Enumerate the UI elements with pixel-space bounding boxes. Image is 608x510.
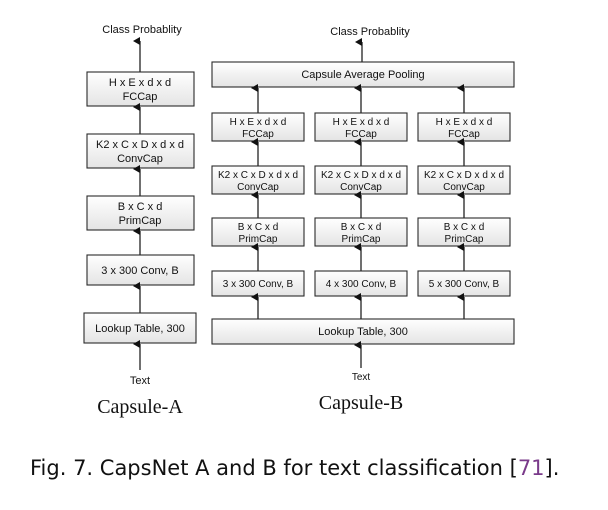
branch-1-conv-label: 3 x 300 Conv, B [223, 279, 294, 290]
branch-2-convcap-dims: K2 x C x D x d x d [321, 170, 401, 181]
caption-reference-link[interactable]: 71 [517, 456, 545, 480]
branch-2-fccap-name: FCCap [345, 129, 377, 140]
branch-1-primcap-name: PrimCap [239, 234, 278, 245]
capsule-a-lookup-box [83, 312, 197, 344]
capsule-a: Class Probablity H x E x d x d FCCap K2 … [83, 24, 197, 418]
capsule-b-lookup-box [211, 318, 515, 345]
capsule-b-pooling-box [211, 61, 515, 88]
branch-2-convcap-name: ConvCap [340, 182, 382, 193]
capsule-a-input-label: Text [130, 375, 150, 387]
branch-2-primcap-name: PrimCap [342, 234, 381, 245]
caption-prefix: Fig. 7. CapsNet A and B for text classif… [30, 456, 518, 480]
capsule-a-primcap-name: PrimCap [119, 215, 162, 227]
branch-2-primcap-dims: B x C x d [341, 222, 382, 233]
capsule-b-branch-2: H x E x d x d FCCap K2 x C x D x d x d C… [314, 84, 408, 319]
figure-caption: Fig. 7. CapsNet A and B for text classif… [30, 456, 590, 480]
capsule-a-output-label: Class Probablity [102, 24, 182, 36]
branch-3-conv-box [417, 270, 511, 297]
capsule-a-convcap-box [86, 133, 195, 169]
branch-1-primcap-box [211, 217, 305, 247]
branch-3-convcap-box [417, 165, 511, 195]
branch-1-fccap-name: FCCap [242, 129, 274, 140]
branch-1-convcap-dims: K2 x C x D x d x d [218, 170, 298, 181]
capsule-a-fccap-dims: H x E x d x d [109, 77, 171, 89]
branch-3-primcap-box [417, 217, 511, 247]
branch-1-fccap-box [211, 112, 305, 142]
capsule-b-input-label: Text [352, 372, 371, 383]
branch-1-conv-box [211, 270, 305, 297]
branch-2-fccap-dims: H x E x d x d [333, 117, 390, 128]
capsule-a-convcap-dims: K2 x C x D x d x d [96, 139, 184, 151]
capsule-a-primcap-dims: B x C x d [118, 201, 163, 213]
capsule-a-conv-label: 3 x 300 Conv, B [101, 265, 178, 277]
capsule-a-fccap-name: FCCap [123, 91, 158, 103]
branch-2-fccap-box [314, 112, 408, 142]
capsule-a-convcap-name: ConvCap [117, 153, 163, 165]
branch-3-primcap-name: PrimCap [445, 234, 484, 245]
capsule-a-fccap-box [86, 71, 195, 107]
capsule-b-branch-3: H x E x d x d FCCap K2 x C x D x d x d C… [417, 84, 511, 319]
branch-3-conv-label: 5 x 300 Conv, B [429, 279, 500, 290]
branch-2-conv-label: 4 x 300 Conv, B [326, 279, 397, 290]
caption-suffix: ]. [544, 456, 560, 480]
branch-3-convcap-name: ConvCap [443, 182, 485, 193]
capsule-b-pooling-label: Capsule Average Pooling [301, 69, 424, 81]
capsule-a-title: Capsule-A [97, 396, 183, 418]
branch-1-primcap-dims: B x C x d [238, 222, 279, 233]
branch-2-primcap-box [314, 217, 408, 247]
branch-3-primcap-dims: B x C x d [444, 222, 485, 233]
capsule-a-conv-box [86, 254, 195, 286]
branch-1-convcap-name: ConvCap [237, 182, 279, 193]
capsule-b-lookup-label: Lookup Table, 300 [318, 326, 408, 338]
branch-2-convcap-box [314, 165, 408, 195]
capsule-b-output-label: Class Probablity [330, 26, 410, 38]
branch-3-fccap-name: FCCap [448, 129, 480, 140]
capsule-a-primcap-box [86, 195, 195, 231]
capsnet-diagram: Class Probablity H x E x d x d FCCap K2 … [83, 24, 515, 418]
capsule-b-branch-1: H x E x d x d FCCap K2 x C x D x d x d C… [211, 84, 305, 319]
capsule-b: Class Probablity Capsule Average Pooling… [211, 26, 515, 414]
capsule-a-lookup-label: Lookup Table, 300 [95, 323, 185, 335]
branch-3-fccap-box [417, 112, 511, 142]
branch-3-convcap-dims: K2 x C x D x d x d [424, 170, 504, 181]
branch-1-convcap-box [211, 165, 305, 195]
branch-2-conv-box [314, 270, 408, 297]
branch-3-fccap-dims: H x E x d x d [436, 117, 493, 128]
branch-1-fccap-dims: H x E x d x d [230, 117, 287, 128]
capsule-b-title: Capsule-B [319, 392, 403, 414]
